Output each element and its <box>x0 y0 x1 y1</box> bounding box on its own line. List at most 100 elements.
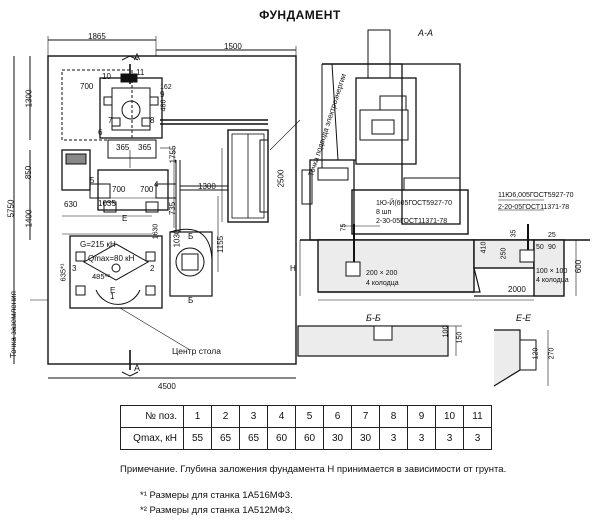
positions-header: № поз. <box>120 405 184 428</box>
table-row-loads: Qmax, кН 55 65 65 60 60 30 30 3 3 3 3 <box>120 427 492 450</box>
load-cell: 65 <box>239 427 268 450</box>
dim-600: 600 <box>574 259 584 274</box>
dim-75: 75 <box>340 223 348 232</box>
dim-700: 700 <box>80 82 94 91</box>
pos-7: 7 <box>108 116 113 125</box>
dim-25: 25 <box>548 232 556 239</box>
well-size-2: 100 × 100 <box>536 268 568 275</box>
bolt-spec-2a: 11Ю6,005ГОСТ5927-70 <box>498 192 574 199</box>
bolt-spec-1b: 8 шп <box>376 209 392 216</box>
position-cell: 1 <box>183 405 212 428</box>
dim-1030: 1030 <box>172 229 182 248</box>
dim-1400: 1400 <box>24 209 34 228</box>
dim-162: 162 <box>160 84 172 91</box>
dim-1035: 1035 <box>98 199 116 208</box>
section-a-top: A <box>134 52 141 62</box>
position-cell: 2 <box>211 405 240 428</box>
load-cell: 60 <box>267 427 296 450</box>
dim-735: 735 <box>168 201 178 216</box>
table-row-positions: № поз. 1 2 3 4 5 6 7 8 9 10 11 <box>120 405 492 428</box>
section-e: Е <box>122 214 128 223</box>
foundation-outline <box>47 55 297 365</box>
dim-365b: 365 <box>138 143 152 152</box>
pos-4: 4 <box>154 180 159 189</box>
dim-630: 630 <box>64 200 78 209</box>
dim-4500: 4500 <box>158 382 176 391</box>
dim-850: 850 <box>24 165 34 180</box>
position-cell: 4 <box>267 405 296 428</box>
section-e2: Е <box>110 286 116 295</box>
dim-ee-120: 120 <box>532 347 540 360</box>
note-1: *¹ Размеры для станка 1А516МФ3. <box>140 490 293 501</box>
position-cell: 9 <box>407 405 436 428</box>
load-cell: 30 <box>351 427 380 450</box>
position-cell: 8 <box>379 405 408 428</box>
dim-1300: 1300 <box>24 89 34 108</box>
section-ee-label: Е-Е <box>516 313 532 323</box>
dim-bb-100: 100 <box>442 325 450 338</box>
dim-5750: 5750 <box>6 199 16 218</box>
position-cell: 6 <box>323 405 352 428</box>
dim-486: 486 <box>160 99 168 112</box>
section-aa-label: А-А <box>418 28 434 38</box>
table-center-label: Центр стола <box>172 346 221 356</box>
plan-view <box>13 36 301 379</box>
position-cell: 5 <box>295 405 324 428</box>
position-cell: 10 <box>435 405 464 428</box>
load-cell: 3 <box>379 427 408 450</box>
section-a-bottom: A <box>134 363 141 373</box>
foundation-drawing <box>13 29 590 387</box>
dim-700c: 700 <box>140 185 154 194</box>
section-bb <box>297 325 462 357</box>
load-cell: 55 <box>183 427 212 450</box>
pos-5: 5 <box>90 176 95 185</box>
dim-1865: 1865 <box>88 32 106 41</box>
section-b2: Б <box>188 296 194 305</box>
position-cell: 11 <box>463 405 492 428</box>
drawing-title: ФУНДАМЕНТ <box>259 8 341 22</box>
dim-700b: 700 <box>112 185 126 194</box>
well-size-1: 200 × 200 <box>366 270 398 277</box>
dim-2500: 2500 <box>276 169 286 188</box>
angle-a: 635*¹ <box>58 263 68 282</box>
load-cell: 30 <box>323 427 352 450</box>
well-count-2: 4 колодца <box>536 277 569 284</box>
pos-11: 11 <box>136 68 145 77</box>
grounding-point-label: Точка заземления <box>8 291 18 358</box>
load-cell: 3 <box>463 427 492 450</box>
dim-1500: 1500 <box>224 42 242 51</box>
position-cell: 3 <box>239 405 268 428</box>
load-table: № поз. 1 2 3 4 5 6 7 8 9 10 11 Qmax, кН … <box>120 405 492 450</box>
load-cell: 3 <box>407 427 436 450</box>
section-aa <box>299 29 590 301</box>
depth-h: Н <box>290 264 296 273</box>
bolt-spec-1a: 1Ю-Й(605ГОСТ5927-70 <box>376 200 452 207</box>
pos-1: 1 <box>110 292 115 301</box>
load-cell: 60 <box>295 427 324 450</box>
dim-1300b: 1300 <box>198 182 216 191</box>
pos-9: 9 <box>160 90 165 99</box>
load-cell: 3 <box>435 427 464 450</box>
dim-250: 250 <box>500 247 508 260</box>
section-bb-label: Б-Б <box>366 313 381 323</box>
pos-10: 10 <box>102 72 111 81</box>
note-main: Примечание. Глубина заложения фундамента… <box>120 464 507 475</box>
bolt-spec-1c: 2-30-05ГОСТ11371-78 <box>376 218 448 225</box>
pos-2: 2 <box>150 264 155 273</box>
load-cell: 65 <box>211 427 240 450</box>
dim-2000: 2000 <box>508 285 526 294</box>
section-ee <box>493 329 549 387</box>
g-force-label: G=215 кН <box>80 240 116 249</box>
dim-410: 410 <box>480 241 488 254</box>
pos-8: 8 <box>150 116 155 125</box>
dim-35: 35 <box>510 229 518 238</box>
well-count-1: 4 колодца <box>366 280 399 287</box>
dim-1755: 1755 <box>168 145 178 164</box>
dim-365: 365 <box>116 143 130 152</box>
angle-b: 485*² <box>92 272 110 281</box>
q-max-label: Qmax=80 кН <box>88 254 135 263</box>
dim-bb-150: 150 <box>456 331 464 344</box>
pos-6: 6 <box>98 128 103 137</box>
pos-3: 3 <box>72 264 77 273</box>
dim-1155: 1155 <box>216 235 226 254</box>
